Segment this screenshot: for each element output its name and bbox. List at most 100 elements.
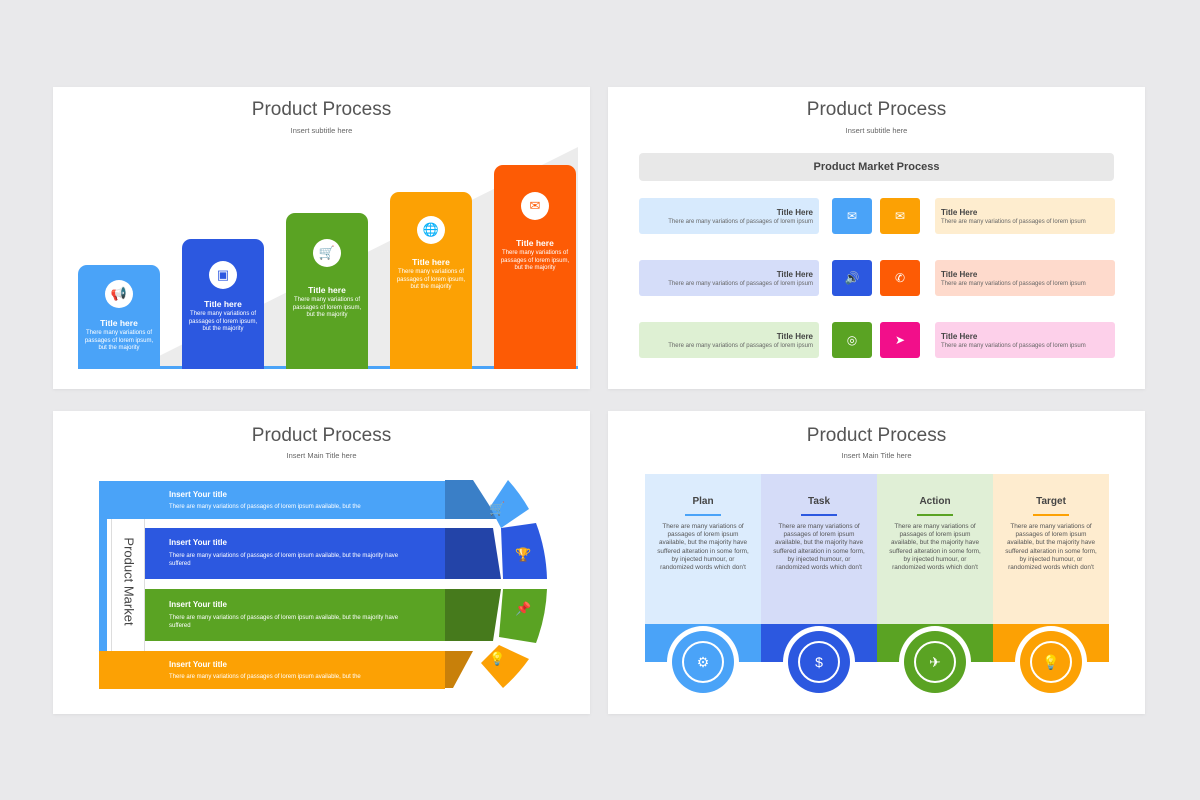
band-title: Insert Your title — [169, 538, 227, 547]
trophy-icon: 🏆 — [515, 547, 532, 562]
fan-shape-diagram — [445, 480, 547, 688]
step-description: There many variations of passages of lor… — [500, 250, 570, 271]
slide-product-market-bands: Product Process Insert Main Title here P… — [53, 411, 590, 714]
box-title: Title Here — [776, 208, 813, 217]
pin-icon: 📌 — [515, 601, 532, 616]
band-description: There are many variations of passages of… — [169, 674, 361, 680]
box-description: There are many variations of passages of… — [668, 281, 813, 287]
paper-plane-icon[interactable]: ➤ — [880, 322, 920, 358]
left-info-box[interactable]: Title Here There are many variations of … — [639, 260, 819, 296]
box-title: Title Here — [941, 332, 978, 341]
step-title: Title here — [308, 285, 346, 295]
band-description: There are many variations of passages of… — [169, 615, 399, 629]
box-title: Title Here — [776, 270, 813, 279]
step-card[interactable]: ▣ Title here There many variations of pa… — [182, 239, 264, 369]
presentation-icon: ▣ — [209, 261, 237, 289]
band-title: Insert Your title — [169, 660, 227, 669]
band-item[interactable]: Insert Your title There are many variati… — [99, 481, 445, 519]
phone-icon[interactable]: ✆ — [880, 260, 920, 296]
process-header: Product Market Process — [639, 153, 1114, 181]
band-item[interactable]: Insert Your title There are many variati… — [99, 651, 445, 689]
column-description: There are many variations of passages of… — [773, 523, 865, 572]
box-description: There are many variations of passages of… — [941, 281, 1086, 287]
slide-product-process-steps: Product Process Insert subtitle here 📢 T… — [53, 87, 590, 389]
column-title: Task — [807, 496, 831, 507]
column-task[interactable]: Task There are many variations of passag… — [761, 474, 877, 624]
bracket-bar — [99, 481, 107, 688]
title-underline — [801, 514, 837, 516]
mail-open-icon[interactable]: ✉ — [832, 198, 872, 234]
step-title: Title here — [412, 257, 450, 267]
step-title: Title here — [100, 318, 138, 328]
envelope-icon[interactable]: ✉ — [880, 198, 920, 234]
column-description: There are many variations of passages of… — [657, 523, 749, 572]
box-description: There are many variations of passages of… — [941, 219, 1086, 225]
column-target[interactable]: Target There are many variations of pass… — [993, 474, 1109, 624]
box-title: Title Here — [941, 270, 978, 279]
column-action[interactable]: Action There are many variations of pass… — [877, 474, 993, 624]
column-description: There are many variations of passages of… — [1005, 523, 1097, 572]
column-description: There are many variations of passages of… — [889, 523, 981, 572]
right-info-box[interactable]: Title Here There are many variations of … — [935, 260, 1115, 296]
vertical-label: Product Market — [121, 537, 137, 626]
column-title: Action — [919, 496, 951, 507]
band-title: Insert Your title — [169, 490, 227, 499]
lightbulb-icon: 💡 — [1030, 641, 1072, 683]
step-description: There many variations of passages of lor… — [188, 311, 258, 332]
right-info-box[interactable]: Title Here There are many variations of … — [935, 198, 1115, 234]
coins-icon: $ — [798, 641, 840, 683]
step-title: Title here — [516, 238, 554, 248]
box-title: Title Here — [776, 332, 813, 341]
step-description: There many variations of passages of lor… — [84, 330, 154, 351]
slide-subtitle: Insert Main Title here — [286, 451, 357, 460]
circle-badge[interactable]: $ — [788, 631, 850, 693]
column-title: Target — [1036, 496, 1066, 507]
megaphone-icon: 📢 — [105, 280, 133, 308]
title-underline — [685, 514, 721, 516]
step-card[interactable]: 📢 Title here There many variations of pa… — [78, 265, 160, 369]
step-description: There many variations of passages of lor… — [396, 269, 466, 290]
band-title: Insert Your title — [169, 600, 227, 609]
left-info-box[interactable]: Title Here There are many variations of … — [639, 198, 819, 234]
airplane-icon: ✈ — [914, 641, 956, 683]
cart-icon: 🛒 — [313, 239, 341, 267]
step-description: There many variations of passages of lor… — [292, 297, 362, 318]
circle-badge[interactable]: ✈ — [904, 631, 966, 693]
column-title: Plan — [692, 496, 714, 507]
box-title: Title Here — [941, 208, 978, 217]
circle-badge[interactable]: 💡 — [1020, 631, 1082, 693]
vertical-label-box: Product Market — [111, 489, 145, 681]
slide-title: Product Process — [251, 425, 392, 446]
slide-product-market-process: Product Process Insert subtitle here Pro… — [608, 87, 1145, 389]
speaker-icon[interactable]: 🔊 — [832, 260, 872, 296]
left-info-box[interactable]: Title Here There are many variations of … — [639, 322, 819, 358]
step-card[interactable]: 🌐 Title here There many variations of pa… — [390, 192, 472, 369]
title-underline — [917, 514, 953, 516]
column-plan[interactable]: Plan There are many variations of passag… — [645, 474, 761, 624]
step-card[interactable]: ✉ Title here There many variations of pa… — [494, 165, 576, 369]
lightbulb-icon: 💡 — [489, 651, 506, 666]
gear-icon: ⚙ — [682, 641, 724, 683]
slide-subtitle: Insert Main Title here — [841, 451, 912, 460]
band-item[interactable]: Insert Your title There are many variati… — [145, 589, 445, 641]
step-card[interactable]: 🛒 Title here There many variations of pa… — [286, 213, 368, 369]
mail-icon: ✉ — [521, 192, 549, 220]
step-title: Title here — [204, 299, 242, 309]
cart-icon: 🛒 — [489, 501, 506, 516]
box-description: There are many variations of passages of… — [941, 343, 1086, 349]
band-description: There are many variations of passages of… — [169, 553, 399, 567]
slide-title: Product Process — [251, 99, 392, 120]
slide-plan-task-action-target: Product Process Insert Main Title here P… — [608, 411, 1145, 714]
circle-badge[interactable]: ⚙ — [672, 631, 734, 693]
slide-subtitle: Insert subtitle here — [290, 126, 353, 135]
coin-icon[interactable]: ◎ — [832, 322, 872, 358]
band-item[interactable]: Insert Your title There are many variati… — [145, 528, 445, 579]
globe-icon: 🌐 — [417, 216, 445, 244]
slide-subtitle: Insert subtitle here — [845, 126, 908, 135]
right-info-box[interactable]: Title Here There are many variations of … — [935, 322, 1115, 358]
box-description: There are many variations of passages of… — [668, 343, 813, 349]
band-description: There are many variations of passages of… — [169, 504, 361, 510]
title-underline — [1033, 514, 1069, 516]
slide-title: Product Process — [806, 425, 947, 446]
slide-title: Product Process — [806, 99, 947, 120]
